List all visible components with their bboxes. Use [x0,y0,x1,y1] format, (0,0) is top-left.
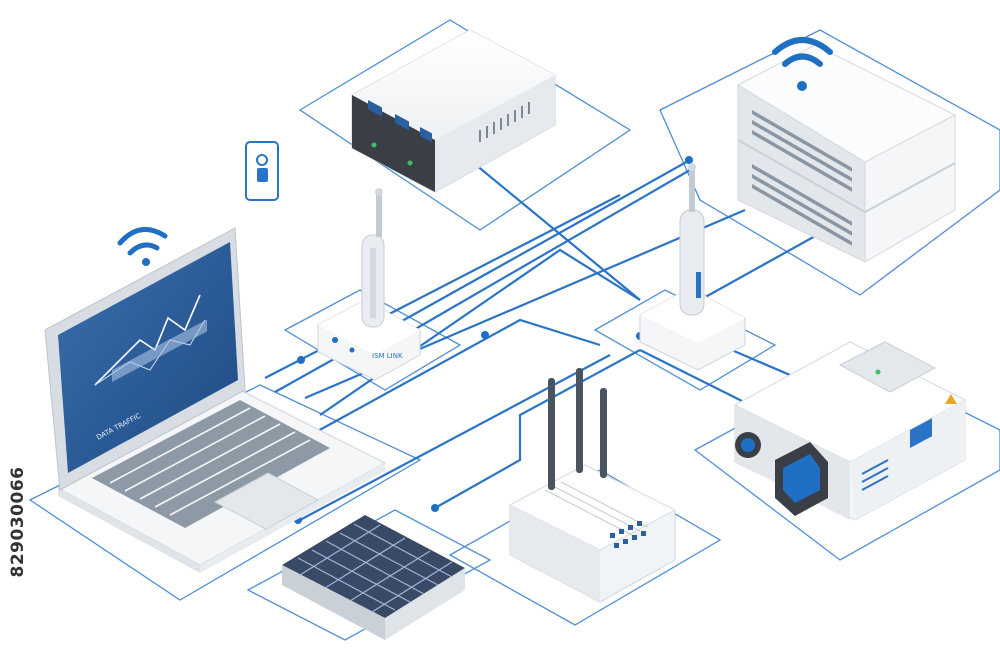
server-rack [736,44,957,263]
keypad-panel [282,515,465,640]
wifi-icon [772,37,833,91]
access-point-label: ISM LINK [372,352,403,360]
network-storage-device [733,341,967,521]
warning-icon [945,394,957,404]
lock-badge-icon [245,141,279,201]
stock-image-id: 829030066 [4,422,32,622]
router [508,368,677,603]
access-point-right [639,163,746,371]
network-switch [351,29,556,193]
stock-image-id-text: 829030066 [8,466,28,578]
access-point-left: ISM LINK [317,188,421,381]
wifi-icon [117,226,168,266]
laptop: DATA TRAFFIC [44,227,387,573]
